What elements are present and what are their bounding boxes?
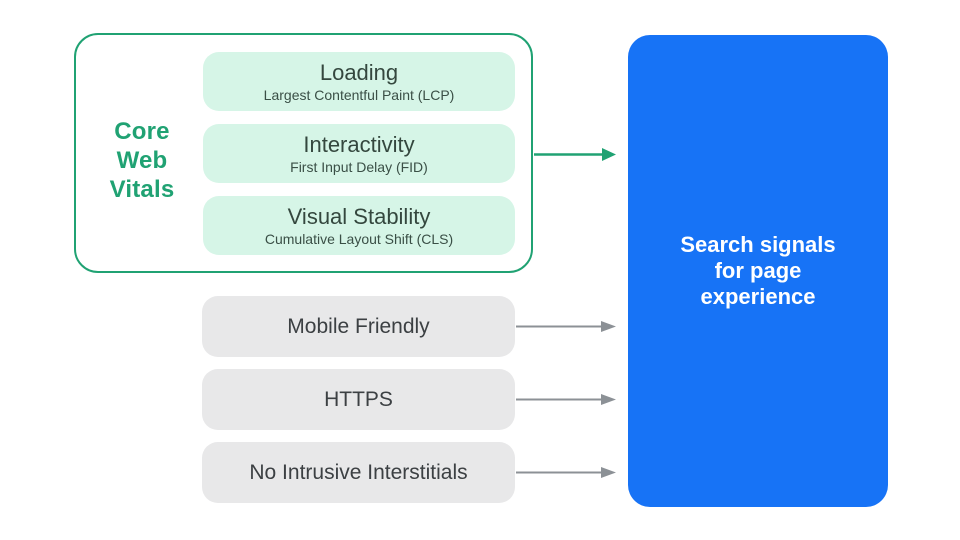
- cwv-pill-interactivity: Interactivity First Input Delay (FID): [203, 124, 515, 183]
- signal-pill-no-intrusive-interstitials: No Intrusive Interstitials: [202, 442, 515, 503]
- signal-pill-https: HTTPS: [202, 369, 515, 430]
- core-web-vitals-pill-list: Loading Largest Contentful Paint (LCP) I…: [203, 52, 515, 255]
- gray-arrow-mobile-friendly: [516, 321, 616, 332]
- gray-arrow-https: [516, 394, 616, 405]
- green-arrow: [534, 148, 616, 161]
- cwv-pill-title: Loading: [319, 59, 399, 85]
- gray-arrow-head-icon: [601, 321, 616, 332]
- search-signals-label: Search signals for page experience: [680, 232, 836, 309]
- cwv-pill-loading: Loading Largest Contentful Paint (LCP): [203, 52, 515, 111]
- gray-arrow-no-intrusive-interstitials: [516, 467, 616, 478]
- cwv-pill-subtitle: First Input Delay (FID): [290, 158, 428, 175]
- gray-arrow-head-icon: [601, 467, 616, 478]
- cwv-pill-subtitle: Largest Contentful Paint (LCP): [263, 86, 455, 103]
- gray-arrow-head-icon: [601, 394, 616, 405]
- search-signals-box: Search signals for page experience: [628, 35, 888, 507]
- cwv-pill-title: Visual Stability: [287, 203, 431, 229]
- cwv-pill-subtitle: Cumulative Layout Shift (CLS): [264, 230, 454, 247]
- cwv-pill-title: Interactivity: [303, 131, 415, 157]
- cwv-pill-visual-stability: Visual Stability Cumulative Layout Shift…: [203, 196, 515, 255]
- core-web-vitals-label: Core Web Vitals: [109, 118, 175, 203]
- signal-pill-mobile-friendly: Mobile Friendly: [202, 296, 515, 357]
- core-web-vitals-group: Core Web Vitals Loading Largest Contentf…: [74, 33, 533, 273]
- green-arrow-head-icon: [602, 148, 616, 161]
